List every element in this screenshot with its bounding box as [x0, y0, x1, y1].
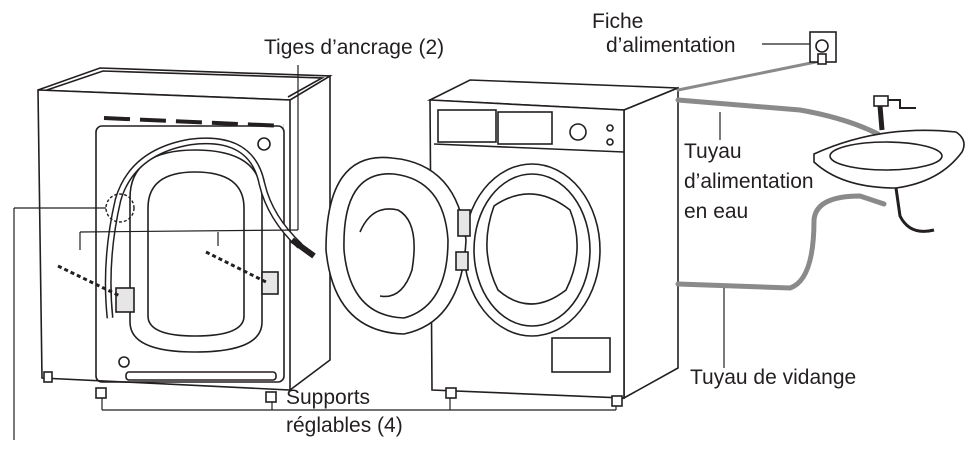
anchor-rods	[57, 250, 267, 298]
label-water-line3: en eau	[684, 200, 749, 223]
label-anchor-rods: Tiges d’ancrage (2)	[264, 36, 445, 59]
label-plug-line1: Fiche	[592, 10, 644, 33]
washer-door	[325, 156, 471, 335]
wall-socket	[809, 31, 837, 65]
washer-rear-view	[37, 67, 333, 403]
dashed-highlight-circle	[105, 193, 135, 223]
label-water-line2: d’alimentation	[684, 170, 814, 193]
label-plug-line2: d’alimentation	[606, 34, 736, 57]
label-feet-line1: Supports	[286, 386, 371, 409]
washer-front-view	[426, 79, 679, 407]
sink	[813, 95, 965, 233]
label-water-line1: Tuyau	[684, 140, 742, 163]
leader-lines	[13, 43, 810, 440]
label-drain-hose: Tuyau de vidange	[690, 366, 857, 389]
label-feet-line2: réglables (4)	[286, 414, 403, 437]
